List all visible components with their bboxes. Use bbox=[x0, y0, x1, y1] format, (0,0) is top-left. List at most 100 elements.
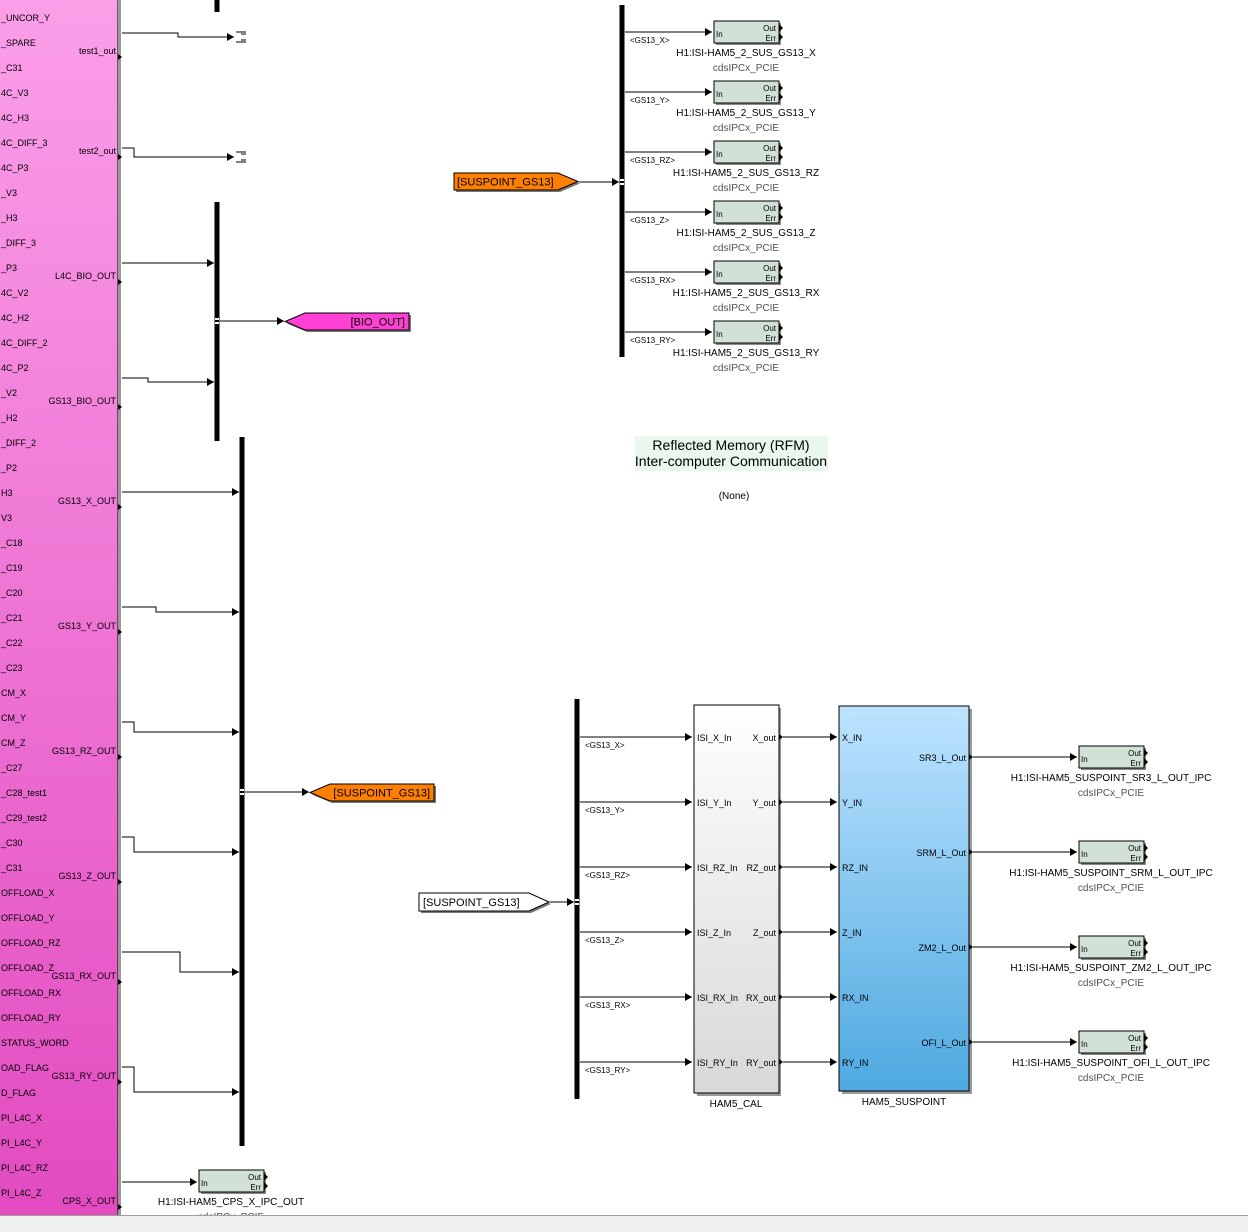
rfm-note-line1: Reflected Memory (RFM) bbox=[652, 437, 809, 453]
goto-suspoint-gs13-label: [SUSPOINT_GS13] bbox=[333, 788, 430, 800]
bottom-selector-signal-label: <GS13_RY> bbox=[585, 1066, 631, 1075]
main-block-input-port-label: _C29_test2 bbox=[0, 813, 47, 823]
ipc-block-suspoint-2-port-err: Err bbox=[1130, 949, 1141, 958]
main-block-input-port-label: _H3 bbox=[0, 213, 18, 223]
bottom-selector-signal-label: <GS13_Z> bbox=[585, 936, 624, 945]
cal-block-output-port bbox=[779, 799, 783, 805]
suspoint-block-input-label: X_IN bbox=[842, 733, 862, 743]
main-block-input-port-label: _C23 bbox=[0, 663, 23, 673]
ipc-block-top-2-out-port bbox=[779, 144, 783, 152]
main-block-input-port-label: _C18 bbox=[0, 538, 23, 548]
from-suspoint-gs13-bottom[interactable] bbox=[418, 892, 551, 912]
ipc-name-cps-x: H1:ISI-HAM5_CPS_X_IPC_OUT bbox=[158, 1197, 304, 1208]
ipc-type-top: cdsIPCx_PCIE bbox=[713, 243, 779, 254]
ipc-block-top-4-port-in: In bbox=[716, 270, 723, 279]
suspoint-block-output-port bbox=[969, 1039, 973, 1045]
ipc-name-top: H1:ISI-HAM5_2_SUS_GS13_X bbox=[676, 48, 816, 59]
wire-gs13-out-4-arrowhead bbox=[232, 968, 239, 976]
ipc-type-top: cdsIPCx_PCIE bbox=[713, 183, 779, 194]
cal-block-output-label: RZ_out bbox=[746, 863, 776, 873]
ipc-block-suspoint-2-err-port bbox=[1144, 948, 1148, 956]
wire-top-selector-0-arrowhead bbox=[705, 28, 712, 36]
wire-bottom-selector-4-arrowhead bbox=[685, 993, 692, 1001]
wire-bottom-selector-5-arrowhead bbox=[685, 1058, 692, 1066]
main-block-input-port-label: _C20 bbox=[0, 588, 23, 598]
main-block-output-port-label: GS13_BIO_OUT bbox=[48, 396, 116, 406]
top-selector-signal-label: <GS13_Y> bbox=[630, 96, 670, 105]
main-block-input-port-label: CM_X bbox=[1, 688, 26, 698]
main-block-input-port-label: STATUS_WORD bbox=[1, 1038, 69, 1048]
wire-gs13-out-3 bbox=[122, 836, 239, 853]
main-block-input-port-label: OFFLOAD_Y bbox=[1, 913, 55, 923]
top-selector-signal-label: <GS13_RX> bbox=[630, 276, 676, 285]
ipc-block-top-5-port-out: Out bbox=[763, 324, 777, 333]
ipc-type-suspoint: cdsIPCx_PCIE bbox=[1078, 788, 1144, 799]
main-block-input-port-label: _C31 bbox=[0, 863, 23, 873]
cal-block[interactable] bbox=[693, 704, 780, 1094]
main-block-input-port-label: 4C_P2 bbox=[1, 363, 29, 373]
wire-bottom-from-to-selector-arrowhead bbox=[567, 898, 574, 906]
wire-cal-to-suspoint-2-arrowhead bbox=[830, 863, 837, 871]
main-block-input-port-label: _P3 bbox=[0, 263, 17, 273]
cal-block-output-port bbox=[779, 734, 783, 740]
main-block-input-port-label: _C28_test1 bbox=[0, 788, 47, 798]
ipc-block-suspoint-1-out-port bbox=[1144, 844, 1148, 852]
main-block-output-port-label: GS13_X_OUT bbox=[58, 496, 117, 506]
main-block-input-port-label: CM_Z bbox=[1, 738, 26, 748]
main-block-input-port-label: _C31 bbox=[0, 63, 23, 73]
wire-gs13-out-0-arrowhead bbox=[232, 488, 239, 496]
rfm-note-line2: Inter-computer Communication bbox=[635, 453, 827, 469]
suspoint-block-output-label: ZM2_L_Out bbox=[918, 943, 966, 953]
rfm-note[interactable]: Reflected Memory (RFM) Inter-computer Co… bbox=[635, 436, 828, 471]
gs13-mux-bar[interactable] bbox=[239, 437, 245, 1146]
wire-gs13-out-4 bbox=[122, 951, 239, 973]
mux-bar-top-partial[interactable] bbox=[214, 0, 220, 12]
goto-suspoint-gs13[interactable] bbox=[308, 783, 435, 802]
main-block-output-port-label: GS13_RX_OUT bbox=[51, 971, 116, 981]
main-block-output-port bbox=[118, 1204, 122, 1210]
ipc-type-top: cdsIPCx_PCIE bbox=[713, 363, 779, 374]
suspoint-block-input-label: RX_IN bbox=[842, 993, 869, 1003]
suspoint-block-output-port bbox=[969, 754, 973, 760]
wire-top-from-to-selector-arrowhead bbox=[612, 178, 619, 186]
wire-test1-out-arrowhead bbox=[227, 33, 234, 41]
main-block-input-port-label: CM_Y bbox=[1, 713, 26, 723]
ipc-block-suspoint-0-err-port bbox=[1144, 758, 1148, 766]
main-block-input-port-label: OFFLOAD_X bbox=[1, 888, 55, 898]
main-block-input-port-label: _DIFF_3 bbox=[0, 238, 36, 248]
cal-block-output-port bbox=[779, 1059, 783, 1065]
gs13-mux-bar-port-mark bbox=[240, 793, 244, 795]
bottom-selector-signal-label: <GS13_RX> bbox=[585, 1001, 631, 1010]
from-suspoint-gs13-bottom-label: [SUSPOINT_GS13] bbox=[423, 897, 520, 909]
suspoint-block[interactable] bbox=[838, 705, 970, 1092]
cal-block-output-label: Z_out bbox=[753, 928, 777, 938]
wire-cps-x-out-arrowhead bbox=[190, 1178, 197, 1186]
suspoint-block-input-label: Z_IN bbox=[842, 928, 862, 938]
suspoint-block-output-port bbox=[969, 849, 973, 855]
goto-bio-out[interactable] bbox=[283, 312, 410, 331]
main-block-output-port bbox=[118, 279, 122, 285]
ipc-block-suspoint-1-port-in: In bbox=[1081, 850, 1088, 859]
bio-mux-bar[interactable] bbox=[214, 202, 220, 441]
ipc-block-top-1-err-port bbox=[779, 93, 783, 101]
wire-test1-out bbox=[122, 32, 234, 38]
main-block-input-port-label: OFFLOAD_RX bbox=[1, 988, 61, 998]
bottom-selector-signal-label: <GS13_Y> bbox=[585, 806, 625, 815]
wire-top-selector-2-arrowhead bbox=[705, 148, 712, 156]
ipc-type-top: cdsIPCx_PCIE bbox=[713, 303, 779, 314]
from-suspoint-gs13-top[interactable] bbox=[453, 172, 580, 191]
ipc-block-top-0-out-port bbox=[779, 24, 783, 32]
main-subsystem-block[interactable] bbox=[0, 0, 119, 1219]
wire-gs13-out-2 bbox=[122, 721, 239, 733]
wire-cal-to-suspoint-4-arrowhead bbox=[830, 993, 837, 1001]
main-block-input-port-label: _C19 bbox=[0, 563, 23, 573]
main-block-input-port-label: _UNCOR_Y bbox=[0, 13, 50, 23]
ipc-block-top-1-port-out: Out bbox=[763, 84, 777, 93]
terminator-test1[interactable] bbox=[236, 31, 246, 43]
ipc-block-cps-x-port-out: Out bbox=[248, 1173, 262, 1182]
ipc-block-top-3-port-err: Err bbox=[765, 214, 776, 223]
main-block-input-port-label: PI_L4C_X bbox=[1, 1113, 42, 1123]
ipc-block-suspoint-0-port-in: In bbox=[1081, 755, 1088, 764]
terminator-test2[interactable] bbox=[236, 151, 246, 163]
